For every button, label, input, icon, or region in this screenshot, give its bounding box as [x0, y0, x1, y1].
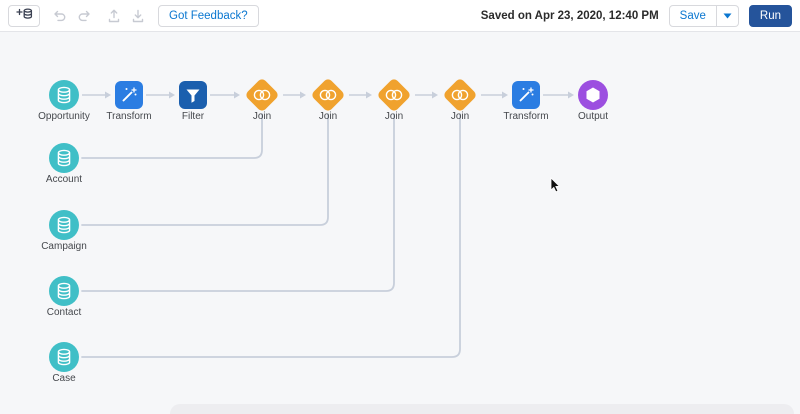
node-join1[interactable]	[244, 77, 279, 112]
node-opportunity[interactable]	[49, 80, 79, 110]
edge-connector	[81, 113, 395, 292]
database-icon	[57, 86, 71, 104]
mouse-cursor	[550, 177, 561, 193]
edge-arrowhead	[568, 91, 574, 99]
edge-arrowhead	[169, 91, 175, 99]
labels-layer: Opportunity Transform Filter Join Join Join Jo…	[38, 111, 608, 384]
join-circles-icon	[451, 89, 469, 101]
node-label: Join	[385, 111, 403, 122]
join-circles-icon	[253, 89, 271, 101]
node-filter1[interactable]	[179, 81, 207, 109]
edge-arrowhead	[366, 91, 372, 99]
save-dropdown-button[interactable]	[716, 4, 739, 27]
edge-arrowhead	[432, 91, 438, 99]
node-join4[interactable]	[442, 77, 477, 112]
node-label: Campaign	[41, 241, 87, 252]
chevron-down-icon	[723, 10, 732, 22]
add-dataset-icon	[15, 7, 33, 24]
edges-layer	[81, 91, 574, 358]
magic-wand-icon	[122, 87, 137, 102]
node-output1[interactable]	[578, 80, 608, 110]
undo-icon[interactable]	[50, 5, 70, 27]
node-transform2[interactable]	[512, 81, 540, 109]
toolbar-left-group: Got Feedback?	[8, 4, 259, 27]
toolbar: Got Feedback? Saved on Apr 23, 2020, 12:…	[0, 0, 800, 32]
funnel-icon	[186, 89, 200, 103]
node-label: Join	[253, 111, 271, 122]
join-circles-icon	[385, 89, 403, 101]
save-button[interactable]: Save	[668, 4, 717, 27]
save-button-group: Save	[668, 4, 739, 27]
download-icon[interactable]	[128, 5, 148, 27]
hexagon-icon	[586, 87, 600, 103]
node-label: Case	[52, 373, 76, 384]
edge-connector	[81, 113, 263, 159]
node-label: Output	[578, 111, 608, 122]
node-join2[interactable]	[310, 77, 345, 112]
database-icon	[57, 216, 71, 234]
node-label: Join	[319, 111, 337, 122]
node-contact[interactable]	[49, 276, 79, 306]
node-transform1[interactable]	[115, 81, 143, 109]
nodes-layer	[49, 77, 608, 372]
saved-status: Saved on Apr 23, 2020, 12:40 PM	[480, 9, 659, 22]
node-label: Opportunity	[38, 111, 90, 122]
database-icon	[57, 149, 71, 167]
node-campaign[interactable]	[49, 210, 79, 240]
node-label: Contact	[47, 307, 82, 318]
upload-icon[interactable]	[104, 5, 124, 27]
node-join3[interactable]	[376, 77, 411, 112]
node-label: Transform	[106, 111, 151, 122]
redo-icon[interactable]	[74, 5, 94, 27]
edge-arrowhead	[502, 91, 508, 99]
node-account[interactable]	[49, 143, 79, 173]
toolbar-right-group: Saved on Apr 23, 2020, 12:40 PM Save Run	[480, 4, 792, 27]
node-label: Transform	[503, 111, 548, 122]
node-label: Join	[451, 111, 469, 122]
edge-connector	[81, 113, 329, 226]
edge-arrowhead	[234, 91, 240, 99]
edge-arrowhead	[105, 91, 111, 99]
node-label: Account	[46, 174, 82, 185]
node-label: Filter	[182, 111, 205, 122]
bottom-dock-panel	[170, 404, 794, 414]
magic-wand-icon	[519, 87, 534, 102]
edge-arrowhead	[300, 91, 306, 99]
run-button[interactable]: Run	[748, 4, 792, 27]
add-dataset-button[interactable]	[8, 4, 40, 27]
got-feedback-button[interactable]: Got Feedback?	[158, 4, 259, 27]
node-case[interactable]	[49, 342, 79, 372]
join-circles-icon	[319, 89, 337, 101]
edge-connector	[81, 113, 461, 358]
database-icon	[57, 282, 71, 300]
database-icon	[57, 348, 71, 366]
